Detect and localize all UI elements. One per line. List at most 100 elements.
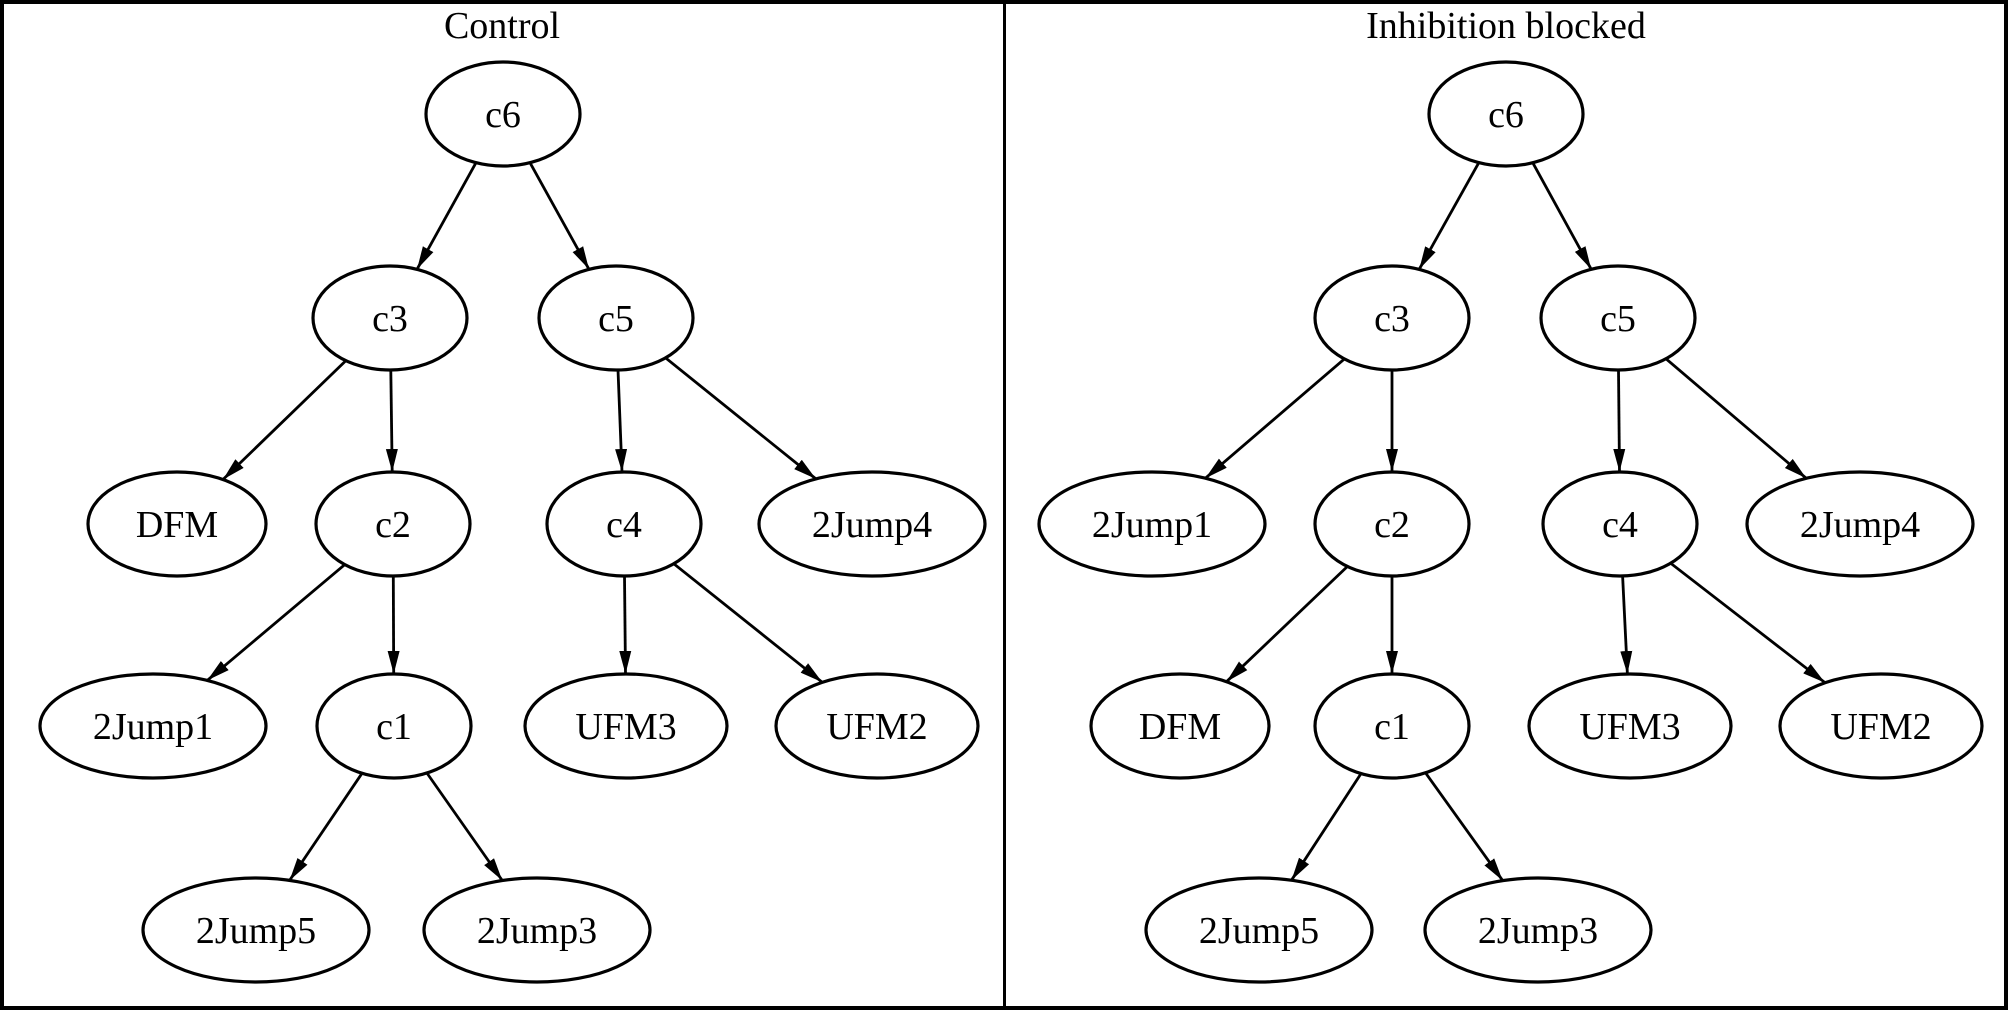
node-label-c6: c6: [485, 94, 521, 136]
node-ellipse-c1: [315, 672, 473, 780]
node-label-c1: c1: [1374, 706, 1410, 748]
node-label-UFM2: UFM2: [1830, 706, 1931, 748]
tree-node-2Jump1: 2Jump1: [1037, 470, 1267, 578]
tree-node-2Jump4: 2Jump4: [1745, 470, 1975, 578]
tree-node-c5: c5: [537, 264, 695, 372]
panel-title-control: Control: [444, 5, 560, 47]
node-ellipse-2Jump5: [141, 876, 371, 984]
tree-node-UFM3: UFM3: [523, 672, 729, 780]
node-label-2Jump5: 2Jump5: [1199, 910, 1319, 952]
tree-node-2Jump3: 2Jump3: [1423, 876, 1653, 984]
node-ellipse-2Jump3: [1423, 876, 1653, 984]
tree-node-c1: c1: [1313, 672, 1471, 780]
node-label-2Jump4: 2Jump4: [812, 504, 932, 546]
node-ellipse-c2: [314, 470, 472, 578]
edge-c4-to-UFM2: [672, 562, 824, 684]
tree-node-c6: c6: [1427, 60, 1585, 168]
tree-node-2Jump3: 2Jump3: [422, 876, 652, 984]
node-label-c5: c5: [598, 298, 634, 340]
node-label-c3: c3: [372, 298, 408, 340]
node-label-c2: c2: [375, 504, 411, 546]
edge-c1-to-2Jump3: [425, 772, 504, 882]
node-ellipse-UFM2: [1778, 672, 1984, 780]
node-label-UFM2: UFM2: [826, 706, 927, 748]
node-label-UFM3: UFM3: [575, 706, 676, 748]
node-ellipse-c2: [1313, 470, 1471, 578]
node-ellipse-UFM3: [1527, 672, 1733, 780]
node-ellipse-2Jump4: [757, 470, 987, 578]
edge-c6-to-c3: [415, 162, 478, 270]
node-label-2Jump1: 2Jump1: [1092, 504, 1212, 546]
node-label-2Jump4: 2Jump4: [1800, 504, 1920, 546]
node-ellipse-c6: [1427, 60, 1585, 168]
tree-node-2Jump4: 2Jump4: [757, 470, 987, 578]
node-label-c4: c4: [1602, 504, 1638, 546]
edge-c4-to-UFM3: [1620, 575, 1633, 675]
edge-c4-to-UFM3: [619, 575, 632, 675]
node-label-2Jump3: 2Jump3: [477, 910, 597, 952]
tree-node-c1: c1: [315, 672, 473, 780]
edge-c3-to-DFM: [222, 359, 347, 481]
node-ellipse-2Jump4: [1745, 470, 1975, 578]
node-label-c3: c3: [1374, 298, 1410, 340]
node-label-2Jump1: 2Jump1: [93, 706, 213, 748]
edge-c3-to-c2: [385, 369, 398, 473]
node-label-2Jump5: 2Jump5: [196, 910, 316, 952]
tree-node-c2: c2: [314, 470, 472, 578]
node-ellipse-c1: [1313, 672, 1471, 780]
tree-node-2Jump5: 2Jump5: [1144, 876, 1374, 984]
node-label-2Jump3: 2Jump3: [1478, 910, 1598, 952]
tree-node-c4: c4: [1541, 470, 1699, 578]
edge-c5-to-c4: [1613, 369, 1626, 473]
node-ellipse-2Jump1: [1037, 470, 1267, 578]
tree-node-c5: c5: [1539, 264, 1697, 372]
node-label-c1: c1: [376, 706, 412, 748]
tree-node-c4: c4: [545, 470, 703, 578]
node-label-c5: c5: [1600, 298, 1636, 340]
edge-c5-to-c4: [615, 369, 628, 473]
node-label-DFM: DFM: [1139, 706, 1221, 748]
tree-node-DFM: DFM: [86, 470, 268, 578]
node-ellipse-c3: [311, 264, 469, 372]
node-label-c6: c6: [1488, 94, 1524, 136]
node-label-UFM3: UFM3: [1579, 706, 1680, 748]
edge-c6-to-c5: [528, 162, 591, 270]
panel-title-inhibition-blocked: Inhibition blocked: [1366, 5, 1646, 47]
edge-c5-to-2Jump4: [1664, 357, 1808, 480]
edge-c1-to-2Jump5: [288, 772, 364, 882]
node-ellipse-c3: [1313, 264, 1471, 372]
node-label-DFM: DFM: [136, 504, 218, 546]
tree-node-c3: c3: [311, 264, 469, 372]
node-ellipse-2Jump5: [1144, 876, 1374, 984]
tree-node-UFM3: UFM3: [1527, 672, 1733, 780]
node-ellipse-UFM2: [774, 672, 980, 780]
node-ellipse-c6: [424, 60, 582, 168]
edge-c6-to-c5: [1531, 162, 1593, 270]
edge-c5-to-2Jump4: [664, 356, 817, 480]
node-ellipse-c5: [1539, 264, 1697, 372]
edge-c4-to-UFM2: [1669, 562, 1826, 684]
tree-node-UFM2: UFM2: [774, 672, 980, 780]
tree-node-c2: c2: [1313, 470, 1471, 578]
node-label-c4: c4: [606, 504, 642, 546]
node-label-c2: c2: [1374, 504, 1410, 546]
edge-c1-to-2Jump3: [1424, 771, 1504, 882]
node-ellipse-c4: [1541, 470, 1699, 578]
tree-node-DFM: DFM: [1089, 672, 1271, 780]
node-ellipse-c4: [545, 470, 703, 578]
node-ellipse-2Jump3: [422, 876, 652, 984]
tree-node-c3: c3: [1313, 264, 1471, 372]
node-ellipse-UFM3: [523, 672, 729, 780]
tree-node-2Jump5: 2Jump5: [141, 876, 371, 984]
edge-c2-to-DFM: [1225, 565, 1349, 683]
tree-node-UFM2: UFM2: [1778, 672, 1984, 780]
node-ellipse-c5: [537, 264, 695, 372]
edge-c6-to-c3: [1417, 162, 1481, 270]
node-ellipse-2Jump1: [38, 672, 268, 780]
edge-c3-to-2Jump1: [1204, 357, 1346, 480]
edge-c1-to-2Jump5: [1290, 772, 1363, 881]
edge-c2-to-2Jump1: [206, 563, 346, 682]
